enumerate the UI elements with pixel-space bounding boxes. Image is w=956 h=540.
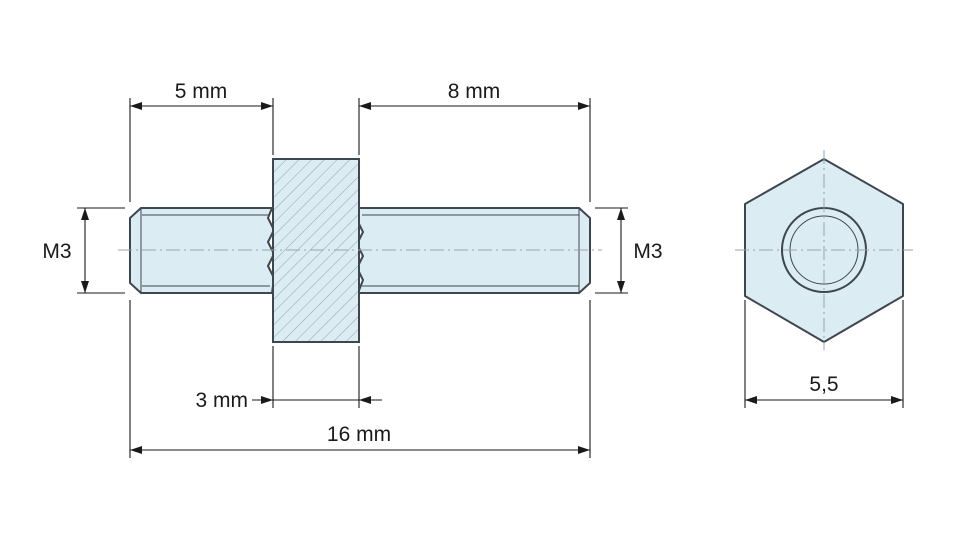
- end-view: [735, 150, 913, 350]
- dim-label-m3-left: M3: [42, 240, 71, 263]
- dim-label-m3-right: M3: [633, 240, 662, 263]
- dim-label-8mm: 8 mm: [448, 80, 501, 103]
- dim-label-16mm: 16 mm: [327, 423, 391, 446]
- dim-label-5mm: 5 mm: [175, 80, 228, 103]
- side-view: [118, 158, 602, 343]
- dim-label-3mm: 3 mm: [196, 389, 249, 412]
- dim-label-hex-width: 5,5: [809, 373, 838, 396]
